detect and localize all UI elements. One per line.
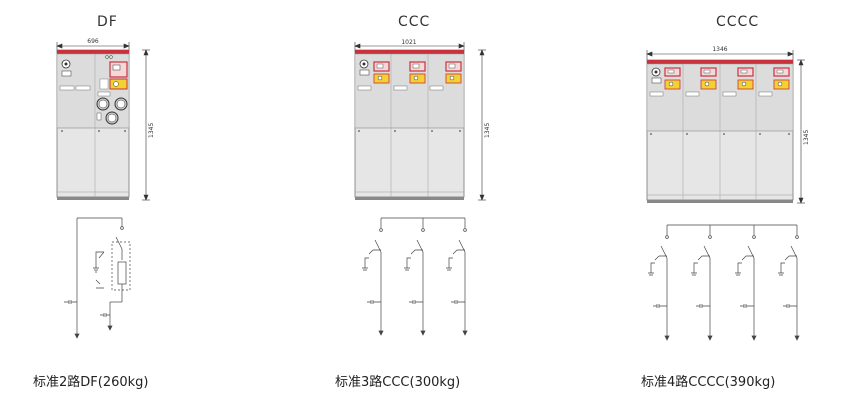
height-dimension: [142, 49, 150, 201]
height-label: 1345: [148, 123, 155, 138]
single-line-diagram: [648, 224, 800, 341]
unit-cccc-drawing: 1346: [646, 46, 810, 341]
width-label: 696: [87, 38, 99, 45]
unit-ccc-title: CCC: [398, 14, 431, 30]
unit-ccc: CCC 1021: [283, 0, 566, 405]
height-dimension: [478, 49, 486, 201]
unit-df-caption: 标准2路DF(260kg): [33, 375, 149, 390]
height-label: 1345: [803, 130, 810, 145]
unit-df: DF 696: [0, 0, 283, 405]
single-line-diagram: [64, 217, 131, 339]
unit-cccc-title: CCCC: [716, 14, 760, 30]
unit-ccc-drawing: 1021: [354, 39, 491, 336]
cabinet: [646, 59, 794, 203]
unit-ccc-caption: 标准3路CCC(300kg): [335, 375, 461, 390]
width-dimension: [646, 50, 794, 60]
width-label: 1346: [712, 46, 727, 53]
single-line-diagram: [362, 217, 468, 336]
unit-df-title: DF: [97, 14, 118, 30]
unit-cccc-caption: 标准4路CCCC(390kg): [641, 375, 776, 390]
width-dimension: [354, 42, 465, 52]
height-label: 1345: [484, 123, 491, 138]
width-label: 1021: [401, 39, 416, 46]
unit-cccc: CCCC 1346: [566, 0, 849, 405]
height-dimension: [797, 59, 805, 204]
cabinet: [56, 49, 130, 200]
width-dimension: [56, 42, 130, 52]
cabinet: [354, 49, 465, 200]
unit-df-drawing: 696: [56, 38, 155, 339]
